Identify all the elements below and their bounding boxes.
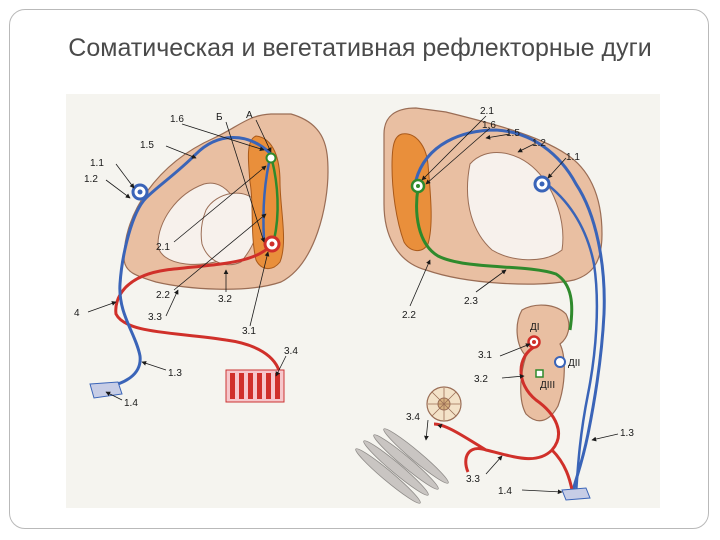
left-labels: 1.6 Б А 1.5 1.1 1.2 2.1 2.2 3.2 4 3.3 3.… — [74, 110, 298, 409]
skin-receptor-icon-right — [561, 487, 591, 501]
white-cavity-left-inner — [200, 192, 260, 266]
interneuron-path-right — [415, 187, 574, 331]
label-r-2-1: 2.1 — [480, 106, 494, 117]
label-l-1-4: 1.4 — [124, 398, 138, 409]
label-r-3-4: 3.4 — [406, 412, 420, 423]
label-l-1-2: 1.2 — [84, 174, 98, 185]
label-r-1-1: 1.1 — [566, 152, 580, 163]
efferent-path-right — [433, 344, 574, 491]
label-l-b: Б — [216, 112, 223, 123]
label-r-1-4: 1.4 — [498, 486, 512, 497]
interneuron-path-left — [270, 159, 279, 241]
label-l-1-5: 1.5 — [140, 140, 154, 151]
label-r-2-2: 2.2 — [402, 310, 416, 321]
label-r-1-3: 1.3 — [620, 428, 634, 439]
efferent-path-left — [114, 243, 282, 375]
motor-neuron-left — [263, 235, 281, 253]
sensory-ganglion-neuron-left — [131, 183, 149, 201]
label-l-4: 4 — [74, 308, 80, 319]
label-r-diii: ДIII — [540, 380, 555, 391]
label-l-3-4: 3.4 — [284, 346, 298, 357]
autonomic-neuron-diii — [535, 369, 544, 378]
skeletal-muscle-icon — [225, 369, 285, 403]
label-l-1-1: 1.1 — [90, 158, 104, 169]
label-l-3-1: 3.1 — [242, 326, 256, 337]
vegetative-spinal-cord — [383, 107, 603, 422]
label-r-3-2: 3.2 — [474, 374, 488, 385]
label-l-3-3: 3.3 — [148, 312, 162, 323]
label-r-dii: ДII — [568, 358, 580, 369]
label-r-3-1: 3.1 — [478, 350, 492, 361]
label-r-3-3: 3.3 — [466, 474, 480, 485]
label-l-1-6: 1.6 — [170, 114, 184, 125]
afferent-path-right-2 — [543, 180, 599, 495]
intercalary-neuron-right — [410, 178, 426, 194]
label-r-di: ДI — [530, 322, 540, 333]
label-l-2-2: 2.2 — [156, 290, 170, 301]
label-r-1-2: 1.2 — [532, 138, 546, 149]
right-leader-lines — [409, 115, 619, 495]
autonomic-neuron-dii — [554, 356, 566, 368]
label-l-1-3: 1.3 — [168, 368, 182, 379]
afferent-path-right — [414, 128, 606, 495]
left-leader-lines — [87, 119, 287, 401]
somatic-spinal-cord — [89, 113, 329, 403]
label-r-2-3: 2.3 — [464, 296, 478, 307]
right-labels: 2.1 1.6 1.5 1.2 1.1 2.2 2.3 ДI ДII ДIII … — [402, 106, 634, 497]
autonomic-ganglion-neuron-di — [527, 335, 541, 349]
gland-icon — [426, 386, 462, 422]
label-r-1-6: 1.6 — [482, 120, 496, 131]
slide-title: Соматическая и вегетативная рефлекторные… — [68, 34, 652, 62]
gray-matter-right — [391, 133, 432, 251]
label-l-3-2: 3.2 — [218, 294, 232, 305]
interneuron-body-left — [265, 152, 277, 164]
label-l-2-1: 2.1 — [156, 242, 170, 253]
smooth-muscle-icon — [355, 428, 449, 504]
label-r-1-5: 1.5 — [506, 128, 520, 139]
reflex-arc-diagram: 1.6 Б А 1.5 1.1 1.2 2.1 2.2 3.2 4 3.3 3.… — [66, 94, 660, 508]
sensory-ganglion-neuron-right — [533, 175, 551, 193]
label-l-a: А — [246, 110, 253, 121]
skin-receptor-icon — [89, 381, 123, 399]
afferent-path-left — [101, 136, 273, 390]
